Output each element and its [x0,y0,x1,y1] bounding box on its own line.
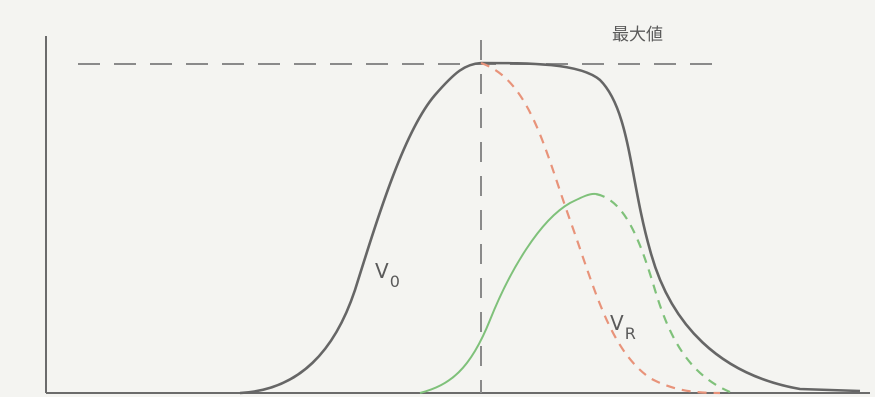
v0-label-main: V [375,259,389,283]
v0-label-sub: 0 [390,272,400,291]
vr-label-main: V [610,311,624,335]
vr-label-sub: R [625,324,636,343]
green-solid-curve [419,192,597,394]
vr-label: VR [610,311,636,343]
orange-dashed-curve [480,61,721,395]
v0-curve [239,61,861,395]
v0-label: V0 [375,259,400,291]
max-value-label: 最大値 [612,25,663,45]
green-dashed-curve [595,192,731,394]
